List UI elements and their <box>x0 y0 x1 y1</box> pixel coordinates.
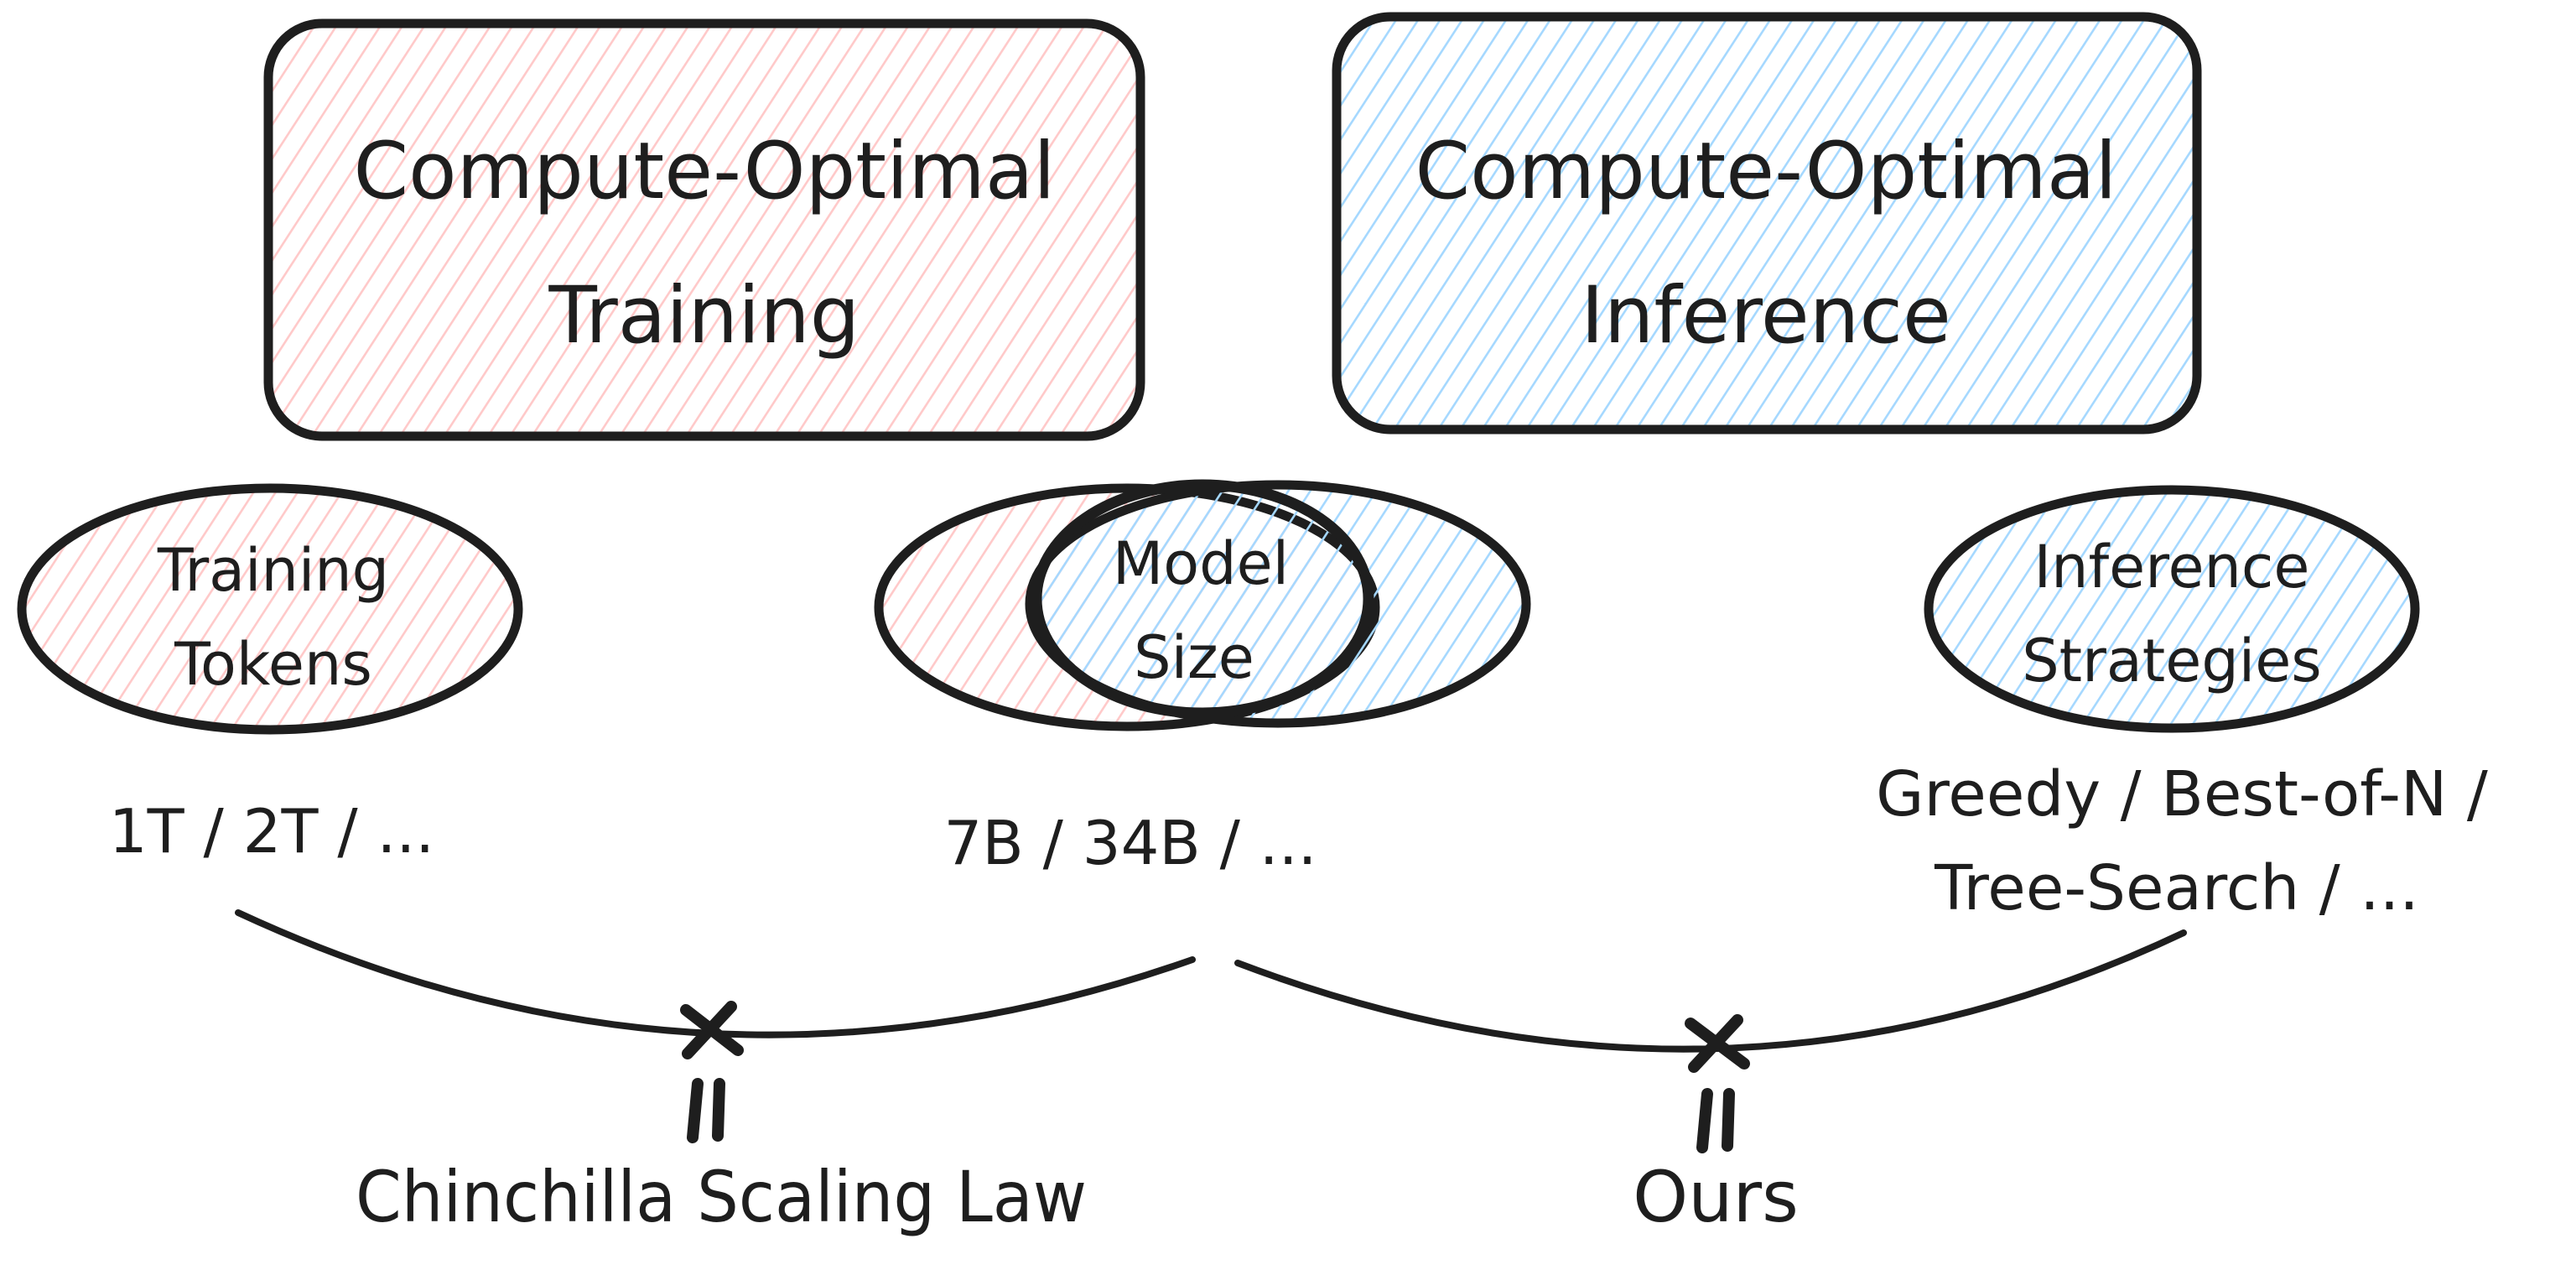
equals-icon <box>687 1078 725 1143</box>
training-tokens-label-line2: Tokens <box>174 630 372 699</box>
training-tokens-shape <box>17 483 523 735</box>
model-size-venn: Model Size <box>874 479 1531 731</box>
inference-strategies-ellipse: Inference Strategies <box>1924 485 2420 733</box>
equals-icon <box>1696 1088 1735 1153</box>
training-tokens-values: 1T / 2T / ... <box>109 796 434 867</box>
inference-box-title-line2: Inference <box>1581 270 1951 362</box>
model-size-circle <box>1031 479 1374 719</box>
model-size-values: 7B / 34B / ... <box>944 808 1317 878</box>
chinchilla-label: Chinchilla Scaling Law <box>356 1156 1087 1238</box>
ours-label: Ours <box>1633 1156 1799 1238</box>
training-box-shape <box>263 18 1145 441</box>
model-size-label-line2: Size <box>1134 623 1254 692</box>
inference-strategies-values-line2: Tree-Search / ... <box>1934 852 2419 924</box>
inference-box-shape <box>1332 12 2202 435</box>
model-size-blue-ellipse <box>1025 480 1531 728</box>
inference-strategies-shape <box>1924 485 2420 733</box>
inference-box-title-line1: Compute-Optimal <box>1415 126 2116 217</box>
training-tokens-label-line1: Training <box>157 536 389 605</box>
chinchilla-equation: Chinchilla Scaling Law <box>235 909 1196 1238</box>
compute-optimal-training-box: Compute-Optimal Training <box>263 18 1145 441</box>
model-size-label-line1: Model <box>1113 529 1289 598</box>
multiply-icon <box>680 1001 744 1059</box>
inference-strategies-label-line1: Inference <box>2034 533 2310 601</box>
compute-optimal-inference-box: Compute-Optimal Inference <box>1332 12 2202 435</box>
inference-strategies-values-line1: Greedy / Best-of-N / <box>1876 758 2488 830</box>
ours-equation: Ours <box>1234 929 2187 1238</box>
training-tokens-ellipse: Training Tokens <box>17 483 523 735</box>
training-box-title-line2: Training <box>548 270 860 362</box>
multiply-icon <box>1685 1014 1750 1073</box>
training-box-title-line1: Compute-Optimal <box>353 126 1055 217</box>
inference-strategies-label-line2: Strategies <box>2022 627 2322 695</box>
